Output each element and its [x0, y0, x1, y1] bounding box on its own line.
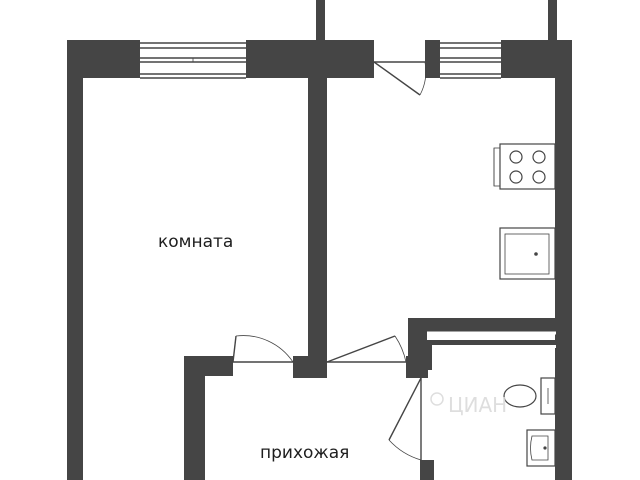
watermark: ЦИАН	[430, 392, 507, 417]
stove	[493, 143, 556, 190]
toilet	[503, 377, 556, 415]
wall-upper-right-stub	[548, 0, 557, 42]
door-bathroom	[388, 377, 422, 461]
wall-room-kitchen-jamb	[293, 356, 327, 378]
wall-bath-left-lower	[420, 460, 434, 480]
wall-room-kitchen	[308, 78, 327, 362]
watermark-text: ЦИАН	[448, 393, 507, 417]
wall-bath-top	[408, 318, 556, 333]
window-kitchen	[440, 42, 501, 79]
door-room	[232, 335, 294, 363]
wall-upper-left-stub	[316, 0, 325, 42]
wall-top-left	[67, 40, 140, 78]
wall-left-exterior	[67, 40, 83, 480]
wall-hallway-left	[184, 356, 205, 480]
bath-wall-detail	[427, 331, 556, 370]
wall-right-exterior	[555, 40, 572, 480]
wall-top-middle	[246, 40, 374, 78]
wall-bath-left-upper	[408, 318, 427, 362]
hallway-label: прихожая	[260, 443, 349, 463]
wall-top-right-pier	[425, 40, 440, 78]
walls	[67, 0, 572, 480]
door-kitchen	[326, 335, 407, 363]
window-room	[140, 42, 246, 79]
wall-bath-jamb	[406, 356, 428, 378]
kitchen-sink	[499, 227, 556, 280]
bath-sink	[526, 429, 556, 467]
room-label: комната	[158, 232, 233, 252]
door-balcony	[373, 61, 427, 96]
